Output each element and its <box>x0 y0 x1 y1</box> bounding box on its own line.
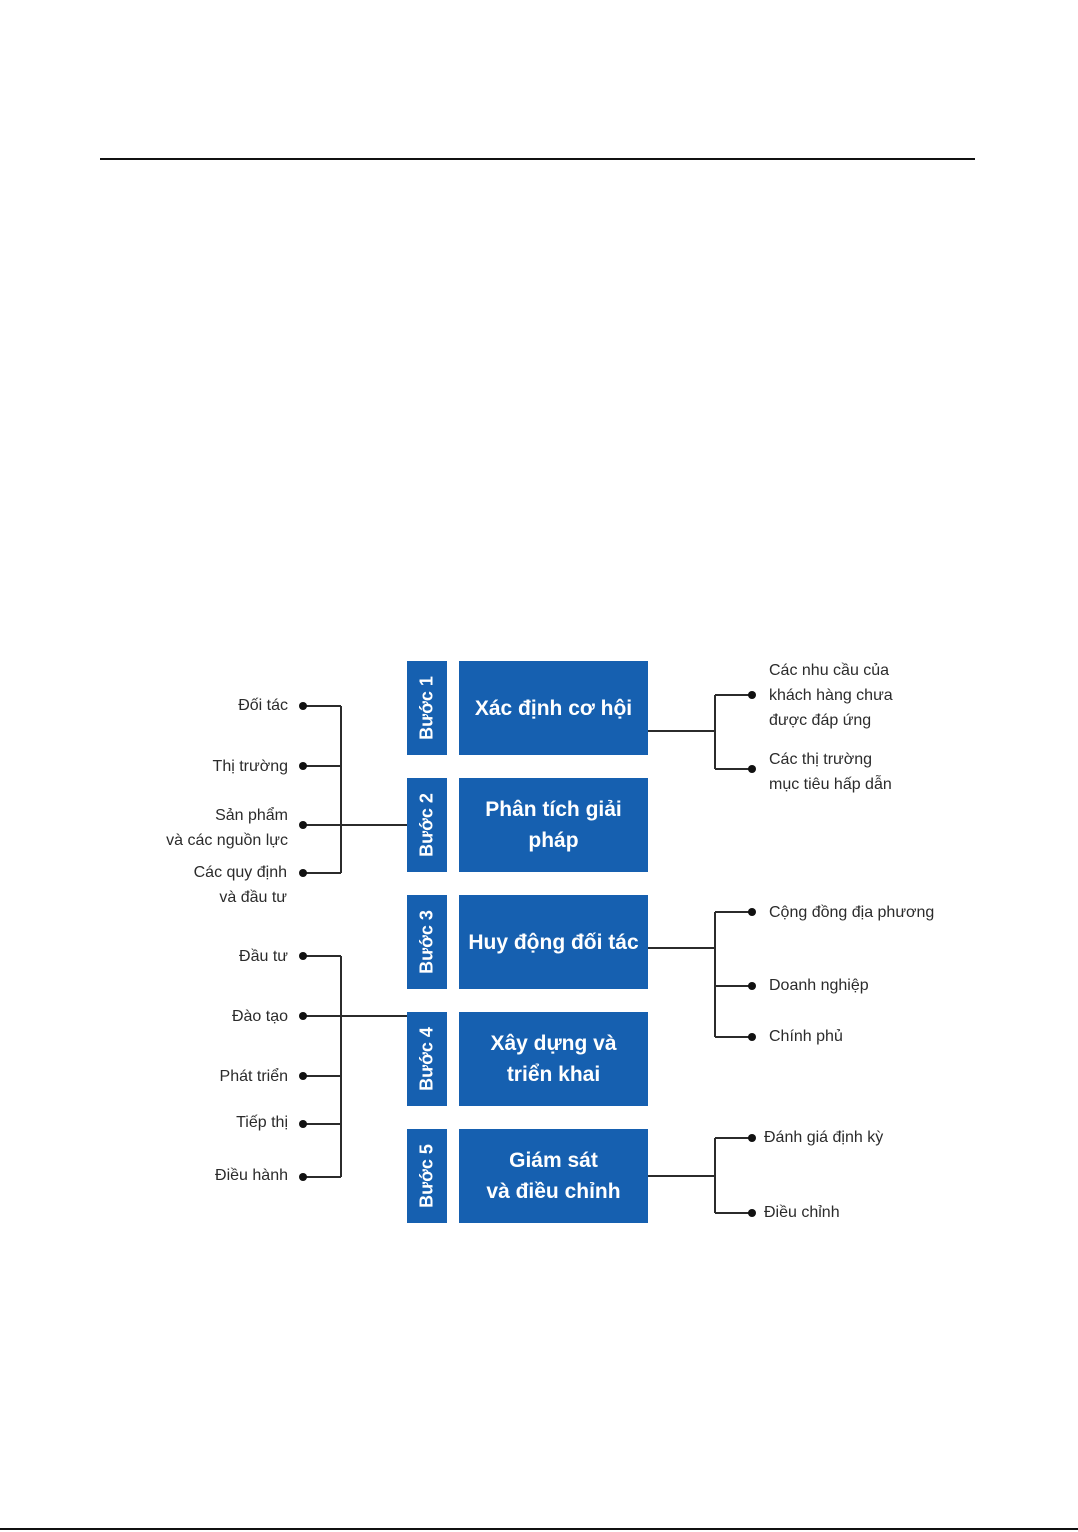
left-label-san-pham: Sản phẩm và các nguồn lực <box>166 807 288 849</box>
right-label-chinh-phu: Chính phủ <box>769 1028 843 1045</box>
left-label-doi-tac: Đối tác <box>238 697 288 714</box>
right-label-nhu-cau: Các nhu cầu của khách hàng chưa được đáp… <box>769 662 893 729</box>
step-1-tab-label: Bước 1 <box>416 676 437 740</box>
step-2-tab: Bước 2 <box>407 778 447 872</box>
step-5-tab: Bước 5 <box>407 1129 447 1223</box>
right-label-doanh-nghiep: Doanh nghiệp <box>769 977 869 994</box>
top-rule <box>100 158 975 160</box>
step-5-tab-label: Bước 5 <box>416 1144 437 1208</box>
step-4-box: Xây dựng và triển khai <box>459 1012 648 1106</box>
left-label-dieu-hanh: Điều hành <box>215 1167 288 1184</box>
step-4-tab: Bước 4 <box>407 1012 447 1106</box>
right-label-dieu-chinh: Điều chỉnh <box>764 1204 840 1221</box>
bottom-rule <box>0 1528 1078 1530</box>
left-label-quy-dinh: Các quy định và đầu tư <box>193 864 287 906</box>
step-3-tab: Bước 3 <box>407 895 447 989</box>
step-3-tab-label: Bước 3 <box>416 910 437 974</box>
step-2-box: Phân tích giải pháp <box>459 778 648 872</box>
left-label-tiep-thi: Tiếp thị <box>236 1114 288 1131</box>
left-label-thi-truong: Thị trường <box>212 758 288 775</box>
right-label-cong-dong: Cộng đồng địa phương <box>769 904 935 921</box>
step-2-tab-label: Bước 2 <box>416 793 437 857</box>
left-label-dau-tu: Đầu tư <box>239 948 288 965</box>
step-5-box: Giám sát và điều chỉnh <box>459 1129 648 1223</box>
left-label-phat-trien: Phát triển <box>219 1068 288 1085</box>
right-label-thi-truong-muc-tieu: Các thị trường mục tiêu hấp dẫn <box>769 751 892 793</box>
step-3-box: Huy động đối tác <box>459 895 648 989</box>
step-1-tab: Bước 1 <box>407 661 447 755</box>
left-label-dao-tao: Đào tạo <box>231 1008 288 1025</box>
right-label-danh-gia: Đánh giá định kỳ <box>764 1129 884 1146</box>
step-4-tab-label: Bước 4 <box>416 1027 437 1091</box>
step-1-box: Xác định cơ hội <box>459 661 648 755</box>
